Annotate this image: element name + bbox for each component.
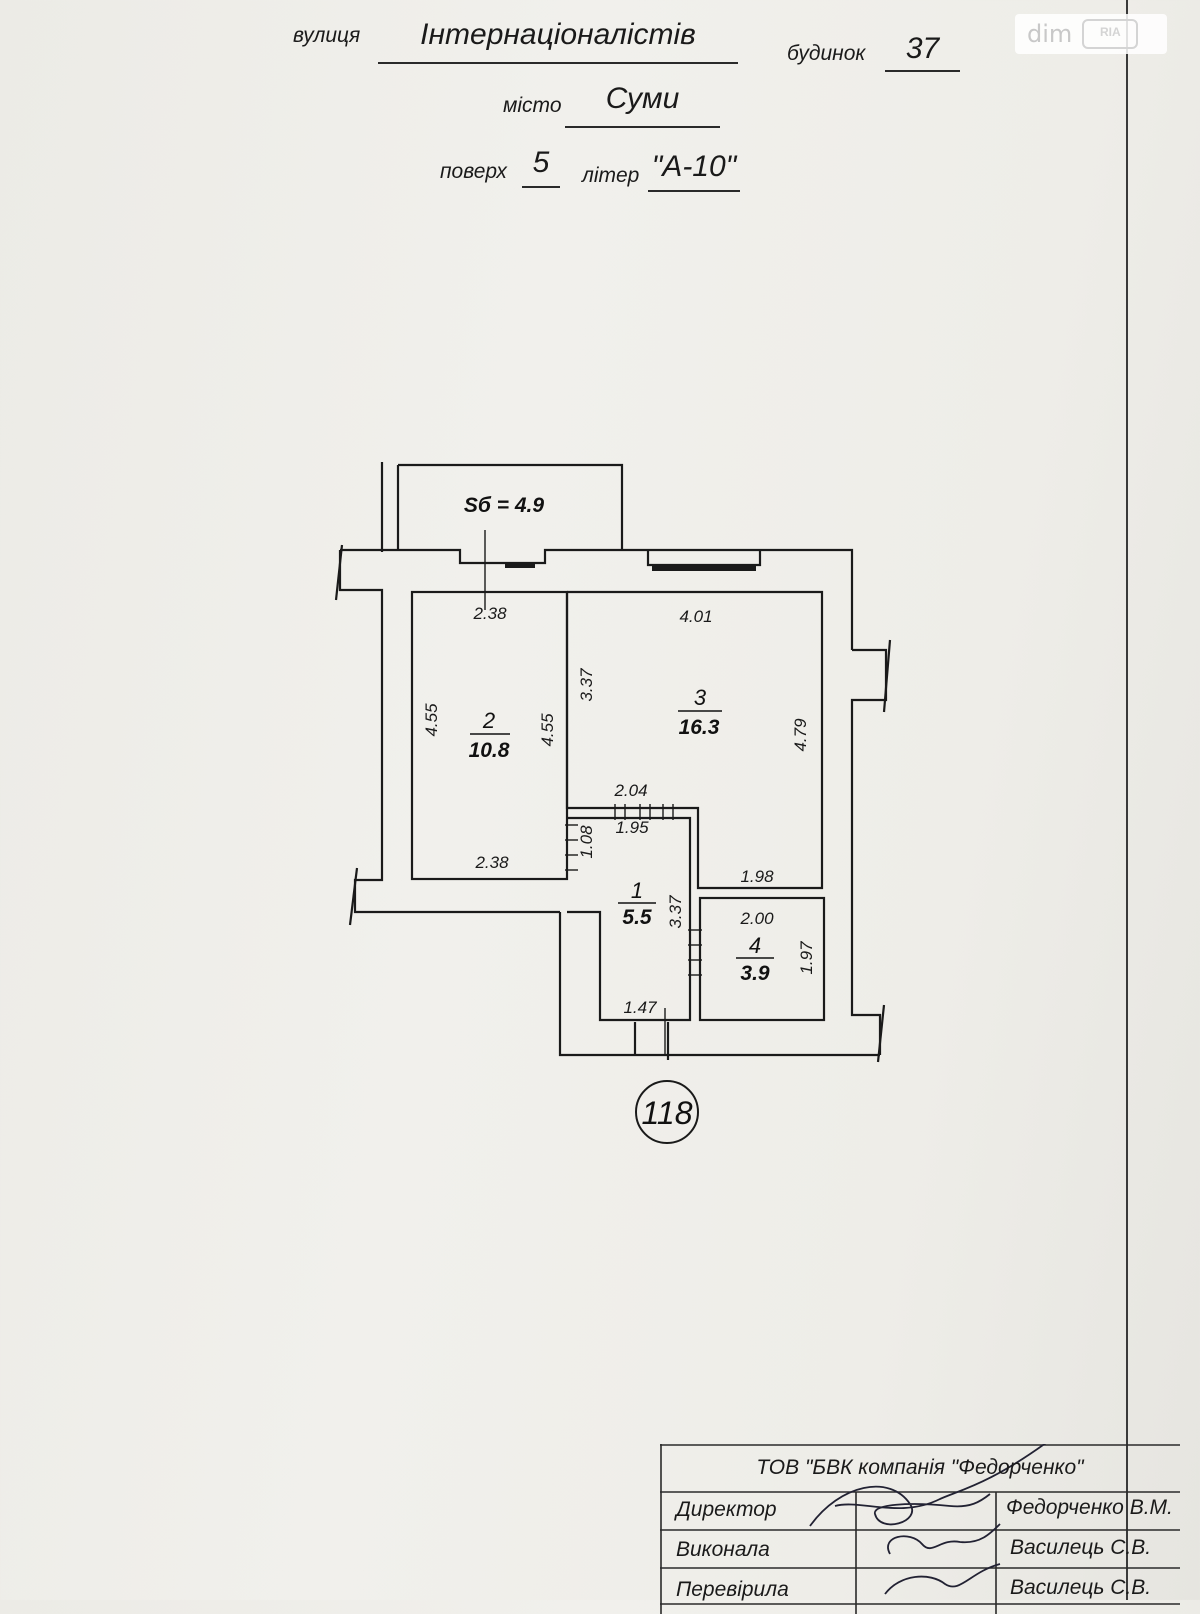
role-executed: Виконала bbox=[676, 1538, 770, 1561]
room-4-number: 4 bbox=[749, 933, 761, 958]
outer-wall-bottom bbox=[558, 912, 880, 1057]
room-3-area: 16.3 bbox=[679, 716, 720, 739]
name-director: Федорченко В.М. bbox=[1006, 1496, 1173, 1519]
city-underline bbox=[565, 126, 720, 128]
street-underline bbox=[378, 62, 738, 64]
dim-r3-mid: 2.04 bbox=[613, 781, 647, 800]
street-label: вулиця bbox=[293, 24, 361, 47]
dim-r1-left: 1.08 bbox=[577, 825, 596, 859]
watermark-logo: RIA bbox=[1082, 19, 1139, 49]
house-label: будинок bbox=[787, 42, 866, 65]
outer-wall-right bbox=[850, 648, 888, 1055]
room-4-area: 3.9 bbox=[740, 962, 770, 985]
apartment-number-circle bbox=[635, 1080, 699, 1144]
role-checked: Перевірила bbox=[676, 1578, 789, 1601]
window-frame-3 bbox=[646, 550, 762, 567]
outer-wall-left bbox=[338, 550, 560, 914]
city-value: Суми bbox=[605, 82, 680, 115]
watermark-text: dim bbox=[1027, 20, 1073, 48]
break-mark-bottom-right bbox=[876, 1004, 886, 1063]
name-executed: Василець С.В. bbox=[1010, 1536, 1152, 1559]
break-mark-bottom-left bbox=[348, 867, 359, 926]
dim-r2-top: 2.38 bbox=[472, 604, 507, 623]
role-director: Директор bbox=[676, 1498, 777, 1521]
street-value: Інтернаціоналістів bbox=[420, 18, 696, 51]
dim-r1-bottom: 1.47 bbox=[623, 998, 657, 1017]
letter-underline bbox=[648, 190, 740, 192]
dim-r3-left: 3.37 bbox=[577, 668, 596, 702]
name-checked: Василець С.В. bbox=[1010, 1576, 1152, 1599]
break-mark-right bbox=[882, 639, 892, 713]
break-mark-top-left bbox=[334, 544, 344, 601]
dim-r4-top: 2.00 bbox=[739, 909, 774, 928]
company-name: ТОВ "БВК компанія "Федорченко" bbox=[756, 1456, 1084, 1479]
plan-walls bbox=[334, 462, 892, 1063]
floor-label: поверх bbox=[440, 160, 507, 183]
balcony-outline bbox=[398, 463, 624, 550]
house-underline bbox=[885, 70, 960, 72]
room-2-number: 2 bbox=[482, 708, 495, 733]
dim-r2-bottom: 2.38 bbox=[474, 853, 509, 872]
room-1-outline bbox=[567, 816, 692, 1022]
signature-marks bbox=[809, 1444, 1046, 1595]
house-value: 37 bbox=[905, 32, 940, 65]
apartment-number: 118 bbox=[641, 1095, 692, 1131]
floor-value: 5 bbox=[532, 146, 550, 179]
sheet-edge-line bbox=[1126, 0, 1128, 1600]
room-4-outline bbox=[698, 896, 826, 1022]
dim-r1-top: 1.95 bbox=[615, 818, 649, 837]
dim-r3-bottom: 1.98 bbox=[740, 867, 774, 886]
letter-value: "А-10" bbox=[651, 150, 737, 183]
dim-r2-right: 4.55 bbox=[538, 713, 557, 747]
outer-wall-top bbox=[340, 548, 854, 650]
room-1-area: 5.5 bbox=[622, 906, 652, 929]
room-2-area: 10.8 bbox=[469, 739, 510, 762]
room-3-number: 3 bbox=[694, 685, 707, 710]
title-block: ТОВ "БВК компанія "Федорченко" Директор … bbox=[660, 1444, 1180, 1614]
dim-r4-right: 1.97 bbox=[797, 941, 816, 975]
dim-r3-right: 4.79 bbox=[791, 718, 810, 752]
balcony-area-label: Sб = 4.9 bbox=[464, 494, 544, 517]
room-3-outline bbox=[565, 590, 824, 890]
dim-r2-left: 4.55 bbox=[422, 703, 441, 737]
dim-r3-top: 4.01 bbox=[679, 607, 712, 626]
door-marks bbox=[565, 804, 702, 976]
dim-r1-right: 3.37 bbox=[666, 895, 685, 929]
letter-label: літер bbox=[582, 164, 640, 187]
city-label: місто bbox=[503, 94, 562, 117]
watermark: dim RIA bbox=[1015, 14, 1167, 54]
room-1-number: 1 bbox=[631, 878, 643, 903]
floor-underline bbox=[522, 186, 560, 188]
